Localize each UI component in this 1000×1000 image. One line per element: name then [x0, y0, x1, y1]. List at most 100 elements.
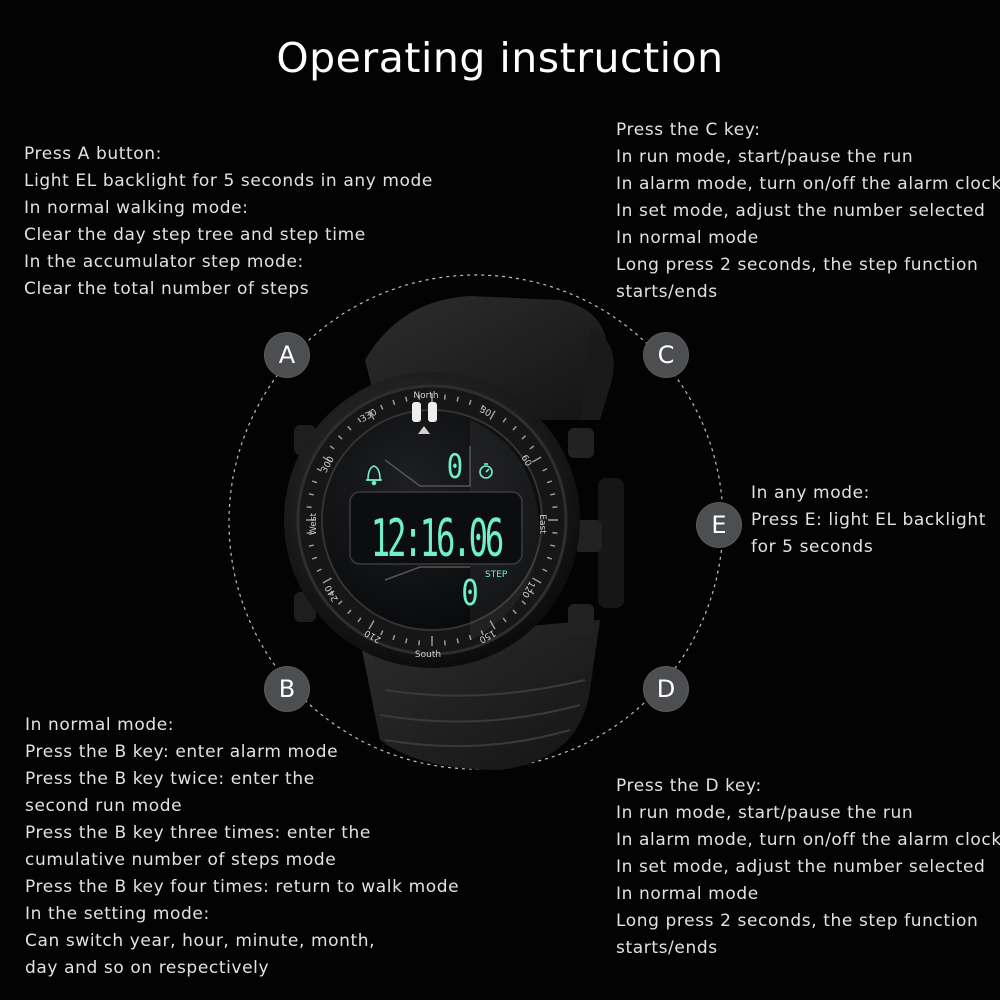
bezel-tick	[337, 435, 343, 440]
bezel-tick	[552, 531, 558, 534]
bezel-tick	[392, 634, 396, 641]
instruction-line: Press E: light EL backlight	[751, 510, 986, 530]
bezel-tick	[418, 394, 421, 400]
page-title: Operating instruction	[276, 34, 724, 82]
bezel-tick	[480, 404, 484, 410]
stopwatch-icon	[479, 463, 493, 479]
bezel-tick	[456, 396, 459, 402]
bezel-tick	[347, 425, 352, 431]
bezel-tick	[529, 590, 535, 595]
alarm-bell-icon	[366, 465, 382, 486]
bezel-tick	[311, 556, 318, 560]
bezel-tick	[368, 410, 375, 420]
bezel-tick	[337, 600, 343, 605]
bezel-tick	[316, 568, 322, 572]
lcd-top-digit: 0	[447, 447, 463, 487]
lcd-main-time: 12:16.06	[371, 509, 503, 569]
instruction-line: Press the C key:	[616, 120, 761, 140]
instruction-line: In alarm mode, turn on/off the alarm clo…	[616, 174, 1000, 194]
bezel-south-label: South	[415, 650, 441, 660]
bezel-tick	[322, 456, 332, 463]
instructions-button-c: Press the C key: In run mode, start/pause…	[616, 117, 1000, 306]
instruction-line: Press the B key: enter alarm mode	[25, 742, 339, 762]
instructions-button-e: In any mode: Press E: light EL backlight f…	[751, 480, 986, 561]
bezel-tick	[502, 617, 507, 623]
bezel-tick	[552, 506, 558, 509]
instructions-button-b: In normal mode: Press the B key: enter al…	[25, 712, 459, 982]
instruction-line: Press the B key three times: enter the	[25, 823, 371, 843]
instruction-line: In set mode, adjust the number selected	[616, 857, 986, 877]
bezel-tick	[521, 600, 527, 605]
instruction-line: Press the D key:	[616, 776, 762, 796]
bezel-tick	[521, 435, 527, 440]
bezel-tick	[418, 640, 421, 646]
bezel-tick	[380, 404, 384, 410]
bezel-tick	[357, 617, 362, 623]
bezel-tick	[392, 399, 396, 406]
bezel-tick	[380, 630, 384, 636]
instruction-line: In normal mode:	[25, 715, 175, 735]
instruction-line: In run mode, start/pause the run	[616, 803, 914, 823]
bezel-tick	[512, 609, 517, 615]
north-marker	[412, 402, 421, 422]
bezel-tick	[489, 410, 496, 420]
instruction-line: for 5 seconds	[751, 537, 874, 557]
bezel-tick	[532, 456, 542, 463]
lcd-panel	[349, 491, 523, 565]
instruction-line: Press the B key twice: enter the	[25, 769, 315, 789]
bezel-tick	[347, 609, 352, 615]
strap-edge	[580, 330, 614, 420]
bezel-tick	[405, 396, 408, 402]
button-d-badge: D	[644, 667, 688, 711]
instruction-line: In normal mode	[616, 884, 759, 904]
instruction-line: In the accumulator step mode:	[24, 252, 304, 272]
bezel-tick	[532, 577, 542, 584]
bezel-tick	[489, 620, 496, 630]
instruction-line: Light EL backlight for 5 seconds in any …	[24, 171, 433, 191]
case-lug	[598, 478, 624, 608]
bezel-tick	[480, 630, 484, 636]
bezel-tick	[542, 468, 548, 472]
instruction-line: In alarm mode, turn on/off the alarm clo…	[616, 830, 1000, 850]
instruction-line: In set mode, adjust the number selected	[616, 201, 986, 221]
instruction-line: In normal walking mode:	[24, 198, 249, 218]
instruction-line: Can switch year, hour, minute, month,	[25, 931, 376, 951]
bezel-tick	[308, 493, 314, 496]
bezel-tick	[546, 556, 553, 560]
instruction-line: Long press 2 seconds, the step function	[616, 255, 979, 275]
instruction-line: Clear the day step tree and step time	[24, 225, 366, 245]
bezel-west-label: West	[309, 512, 319, 535]
bezel-tick	[329, 590, 335, 595]
instructions-button-a: Press A button:Light EL backlight for 5 …	[24, 141, 433, 303]
bezel-east-label: East	[537, 514, 547, 534]
instruction-line: Press the B key four times: return to wa…	[25, 877, 460, 897]
instruction-line: starts/ends	[616, 282, 718, 302]
bezel-tick	[529, 445, 535, 450]
instruction-line: In the setting mode:	[25, 904, 210, 924]
bezel-tick	[542, 568, 548, 572]
bezel-tick	[456, 638, 459, 644]
bezel-tick	[306, 531, 312, 534]
bezel-tick	[405, 638, 408, 644]
bezel-tick	[329, 445, 335, 450]
bezel-tick	[306, 506, 312, 509]
bezel-tick	[322, 577, 332, 584]
button-b-badge: B	[265, 667, 309, 711]
bezel-north-label: North	[413, 391, 438, 401]
bezel-tick	[546, 480, 553, 484]
instruction-line: cumulative number of steps mode	[25, 850, 337, 870]
instruction-line: second run mode	[25, 796, 183, 816]
instruction-line: In run mode, start/pause the run	[616, 147, 914, 167]
bezel-tick	[308, 544, 314, 547]
bezel-tick	[502, 417, 507, 423]
bezel-tick	[512, 425, 517, 431]
button-e-badge: E	[697, 503, 741, 547]
bezel-tick	[468, 634, 472, 641]
instruction-line: In normal mode	[616, 228, 759, 248]
instruction-line: In any mode:	[751, 483, 870, 503]
bezel-tick	[357, 417, 362, 423]
instruction-line: Long press 2 seconds, the step function	[616, 911, 979, 931]
lcd-bottom-digit: 0	[461, 572, 478, 614]
